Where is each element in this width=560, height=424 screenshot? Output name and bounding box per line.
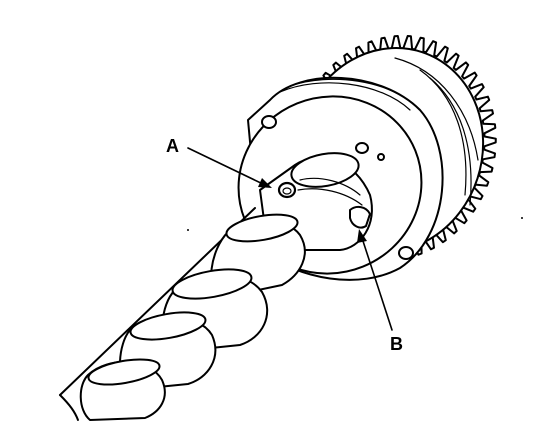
- bolt-hole-right: [355, 142, 369, 154]
- oil-hole: [277, 181, 297, 199]
- bolt-hole-small: [377, 153, 385, 161]
- bolt-hole-bottom: [398, 246, 414, 260]
- callout-a-arrowhead: [258, 178, 272, 188]
- shaft-collar: [259, 152, 373, 251]
- callout-b-label: B: [390, 334, 403, 354]
- callout-b-leader: [361, 237, 393, 331]
- callout-a-label: A: [166, 136, 179, 156]
- speck-marks: [187, 217, 523, 231]
- callout-a: A: [166, 136, 272, 188]
- callout-b-arrowhead: [357, 229, 367, 243]
- callout-a-leader: [187, 147, 266, 186]
- bolt-hole-top: [261, 115, 277, 129]
- callout-b: B: [357, 229, 403, 354]
- flange-bolt-holes: [261, 115, 414, 260]
- gear-shading: [394, 57, 479, 206]
- locating-slot: [349, 205, 371, 229]
- camshaft-body: [59, 207, 306, 421]
